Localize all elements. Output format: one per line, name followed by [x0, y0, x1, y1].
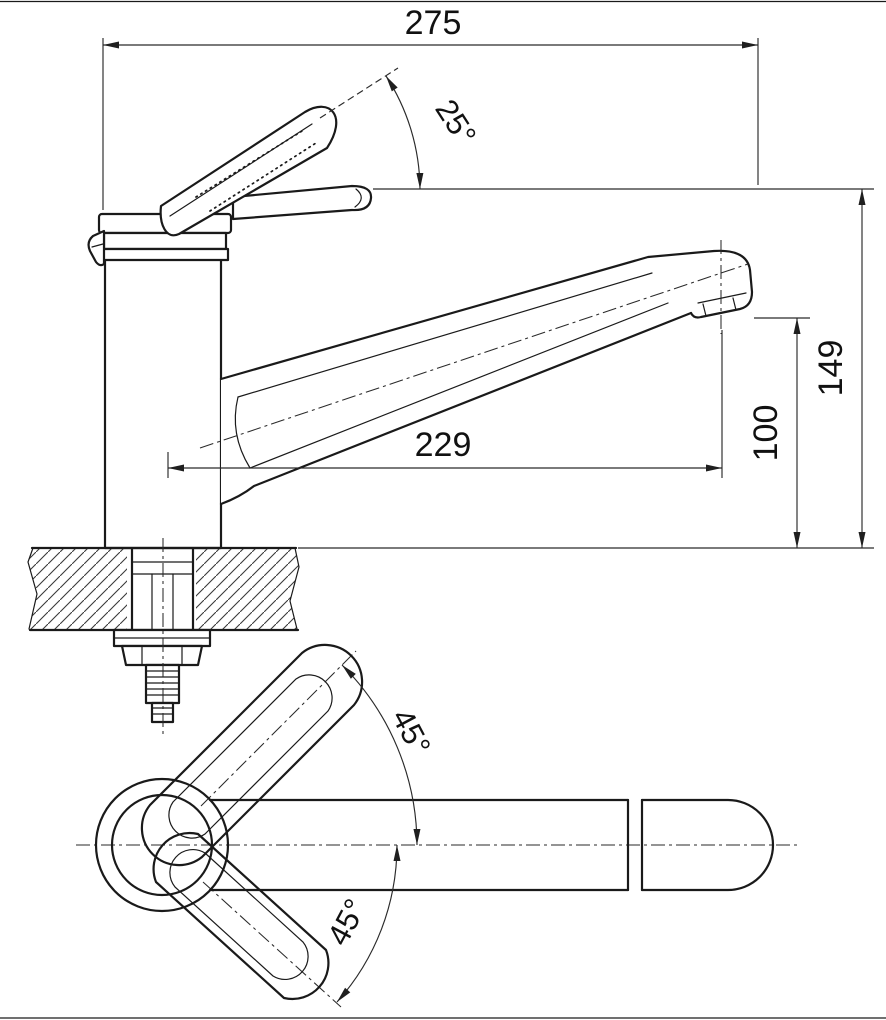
- faucet-side-view: [87, 105, 754, 550]
- dim-149-label: 149: [812, 340, 850, 397]
- dim-spout-reach: 229: [167, 330, 723, 478]
- handle-down-axis: [202, 881, 342, 1008]
- dim-25deg-label: 25°: [428, 93, 483, 151]
- dim-overall-length: 275: [102, 4, 759, 210]
- body-outer-circle: [94, 777, 230, 913]
- spout-top-outline: [219, 249, 754, 381]
- handle-lever: [159, 105, 338, 237]
- dim-45up-label: 45°: [385, 703, 438, 761]
- deck-hatch-left: [28, 549, 127, 629]
- spout-fill: [221, 250, 752, 504]
- lever-stipple: [209, 142, 317, 212]
- spout-head-plan: [640, 798, 775, 892]
- body-ring: [100, 247, 230, 262]
- dim-45down-label: 45°: [320, 893, 373, 951]
- dim-100-label: 100: [747, 405, 785, 462]
- mounting-nut: [120, 644, 204, 667]
- dim-swing-down: 45°: [320, 844, 401, 1003]
- dim-outlet-height: 100: [747, 317, 810, 548]
- spout-bottom-outline: [219, 311, 693, 506]
- dim-swing-up: 45°: [341, 664, 438, 846]
- dim-lever-angle: 25°: [319, 67, 483, 190]
- aerator: [697, 292, 747, 317]
- deck-hatch-right: [196, 549, 299, 629]
- lever-axis-extension: [319, 67, 399, 119]
- body-inner-circle: [110, 793, 214, 897]
- handle-up-axis: [200, 650, 357, 807]
- spout-contour-line-bottom: [249, 302, 669, 469]
- handle-plan-down-inner: [169, 849, 309, 980]
- faucet-body: [103, 256, 223, 550]
- mounting-deck: [27, 546, 300, 632]
- spout-base-transition: [234, 396, 251, 469]
- faucet-top-view: 45° 45°: [76, 643, 798, 1008]
- spout-centerline: [199, 263, 749, 449]
- dim-229-label: 229: [415, 426, 472, 464]
- handle-plan-down-outer: [152, 831, 330, 1001]
- spout-contour-line-top: [237, 272, 653, 398]
- under-deck-hardware: [112, 538, 212, 734]
- handle-plan-up-inner: [168, 674, 333, 839]
- handle-blade: [231, 184, 373, 221]
- side-set-screw-boss: [87, 229, 106, 267]
- dim-275-label: 275: [405, 4, 462, 42]
- body-neck: [102, 231, 228, 251]
- dim-overall-height: 149: [812, 189, 866, 548]
- lever-stipple: [195, 130, 303, 198]
